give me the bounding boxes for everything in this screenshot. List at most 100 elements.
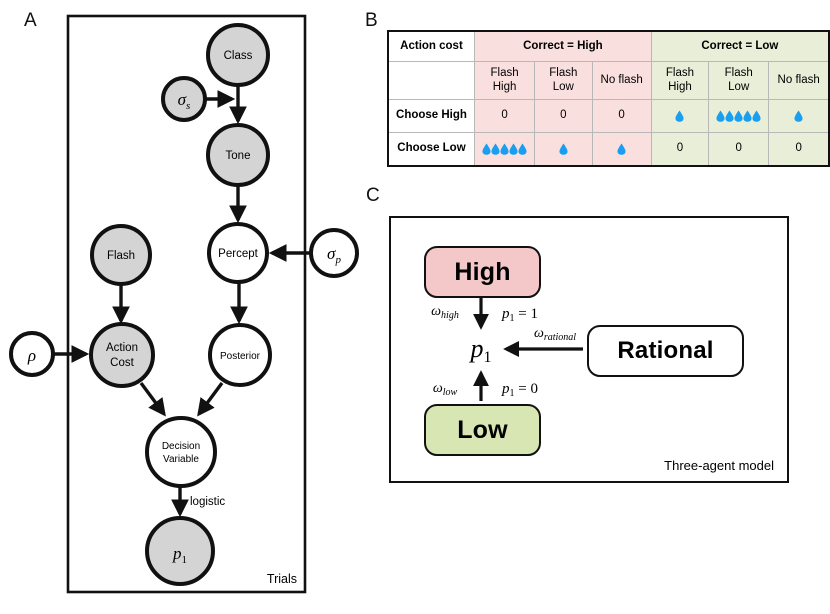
node-percept-label: Percept: [218, 248, 258, 260]
panel-c-letter: C: [366, 185, 380, 206]
panel-c-caption: Three-agent model: [664, 458, 774, 473]
edge-label-logistic: logistic: [190, 496, 225, 508]
cell-ch-fl: 0: [534, 99, 593, 133]
cell-subheader-flash-low-correct-low: Flash Low: [708, 61, 770, 100]
cell-empty-corner: [389, 61, 475, 100]
action-cost-table: Action cost Correct = High Correct = Low…: [389, 32, 828, 165]
water-droplet-icon: [509, 143, 518, 155]
node-posterior-label: Posterior: [220, 351, 261, 362]
panel-c-arrows: p1 ωhigh ωlow ωrational p1 = 1 p1 = 0: [431, 298, 583, 401]
droplet-group: [535, 143, 591, 155]
cell-cl-fl2: 0: [708, 132, 770, 165]
water-droplet-icon: [675, 110, 684, 122]
node-percept: [207, 222, 269, 284]
cell-ch-fh2: [650, 99, 710, 133]
node-action-cost-label-2: Cost: [110, 357, 134, 369]
weight-omega-low: ωlow: [433, 381, 458, 398]
water-droplet-icon: [734, 110, 743, 122]
node-decision-variable: [145, 416, 217, 488]
panel-a-letter: A: [24, 10, 37, 31]
cell-ch-nf: 0: [591, 99, 652, 133]
node-decision-variable-label-2: Variable: [163, 454, 199, 465]
droplet-group: [709, 110, 768, 122]
plate-trials-label: Trials: [267, 572, 297, 586]
water-droplet-icon: [482, 143, 491, 155]
water-droplet-icon: [725, 110, 734, 122]
water-droplet-icon: [716, 110, 725, 122]
subheader-line1: Flash: [490, 67, 519, 80]
node-flash-label: Flash: [107, 250, 135, 262]
node-p1: [145, 516, 215, 586]
cell-rowheader-choose-low: Choose Low: [389, 132, 475, 165]
node-sigma-s: [161, 76, 207, 122]
table-row-choose-high: Choose High 0 0 0: [389, 99, 828, 133]
water-droplet-icon: [491, 143, 500, 155]
node-posterior: [208, 323, 272, 387]
cell-cl-fh: [473, 132, 536, 165]
water-droplet-icon: [617, 143, 626, 155]
water-droplet-icon: [752, 110, 761, 122]
edge-value-p1-equals-0: p1 = 0: [501, 381, 538, 399]
droplet-group: [593, 143, 651, 155]
node-action-cost: [89, 322, 155, 388]
node-action-cost-label: Action: [106, 342, 138, 354]
node-class: [206, 23, 270, 87]
droplet-group: [769, 110, 828, 122]
cell-subheader-flash-high-correct-high: Flash High: [473, 61, 536, 100]
agent-box-rational[interactable]: Rational: [587, 325, 744, 377]
cell-cl-fl: [534, 132, 593, 165]
water-droplet-icon: [559, 143, 568, 155]
subheader-line1: Flash: [665, 67, 694, 80]
panel-a-graphical-model: Class σs Tone Flash Percept σp ρ Action …: [9, 14, 359, 594]
cell-cl-nf2: 0: [768, 132, 828, 165]
edge-posterior-decision: [197, 381, 224, 417]
water-droplet-icon: [518, 143, 527, 155]
edge-value-p1-equals-1: p1 = 1: [501, 306, 538, 324]
node-decision-variable-label: Decision: [162, 441, 200, 452]
center-node-p1: p1: [469, 334, 492, 366]
cell-cl-nf: [591, 132, 652, 165]
cell-rowheader-choose-high: Choose High: [389, 99, 475, 133]
cell-correct-high-header: Correct = High: [473, 32, 652, 62]
panel-b-letter: B: [365, 10, 378, 31]
node-class-label: Class: [224, 50, 253, 62]
table-row-choose-low: Choose Low 0 0 0: [389, 132, 828, 165]
subheader-line2: High: [492, 80, 517, 93]
cell-subheader-no-flash-correct-low: No flash: [768, 61, 828, 100]
agent-box-low[interactable]: Low: [424, 404, 541, 456]
subheader-line2: High: [668, 80, 692, 93]
cell-ch-fl2: [708, 99, 770, 133]
water-droplet-icon: [743, 110, 752, 122]
table-row-sub-header: Flash High Flash Low No flash Flash High…: [389, 61, 828, 100]
node-rho: [9, 331, 55, 377]
subheader-line1: Flash: [724, 67, 753, 80]
subheader-line2: Low: [552, 80, 574, 93]
cell-subheader-flash-high-correct-low: Flash High: [650, 61, 710, 100]
water-droplet-icon: [794, 110, 803, 122]
node-tone-label: Tone: [226, 150, 251, 162]
cell-subheader-flash-low-correct-high: Flash Low: [534, 61, 593, 100]
cell-ch-fh: 0: [473, 99, 536, 133]
water-droplet-icon: [500, 143, 509, 155]
plate-trials: [66, 14, 307, 594]
node-flash: [90, 224, 152, 286]
weight-omega-high: ωhigh: [431, 304, 459, 321]
cell-ch-nf2: [768, 99, 828, 133]
panel-b-action-cost-table: Action cost Correct = High Correct = Low…: [387, 30, 830, 172]
droplet-group: [652, 110, 708, 122]
node-tone: [206, 123, 270, 187]
cell-correct-low-header: Correct = Low: [650, 32, 828, 62]
cell-subheader-no-flash-correct-high: No flash: [591, 61, 652, 100]
panel-c-three-agent-model: High Low Rational Three-agent model: [389, 216, 789, 483]
node-rho-label: ρ: [27, 346, 36, 365]
subheader-line1: Flash: [549, 67, 578, 80]
table-row-group-header: Action cost Correct = High Correct = Low: [389, 32, 828, 62]
weight-omega-rational: ωrational: [534, 326, 576, 343]
edge-actioncost-decision: [139, 381, 166, 417]
droplet-group: [475, 143, 534, 155]
cell-cl-fh2: 0: [650, 132, 710, 165]
subheader-line2: Low: [728, 80, 750, 93]
node-sigma-p: [309, 228, 359, 278]
agent-box-high[interactable]: High: [424, 246, 541, 298]
cell-action-cost-title: Action cost: [389, 32, 475, 62]
